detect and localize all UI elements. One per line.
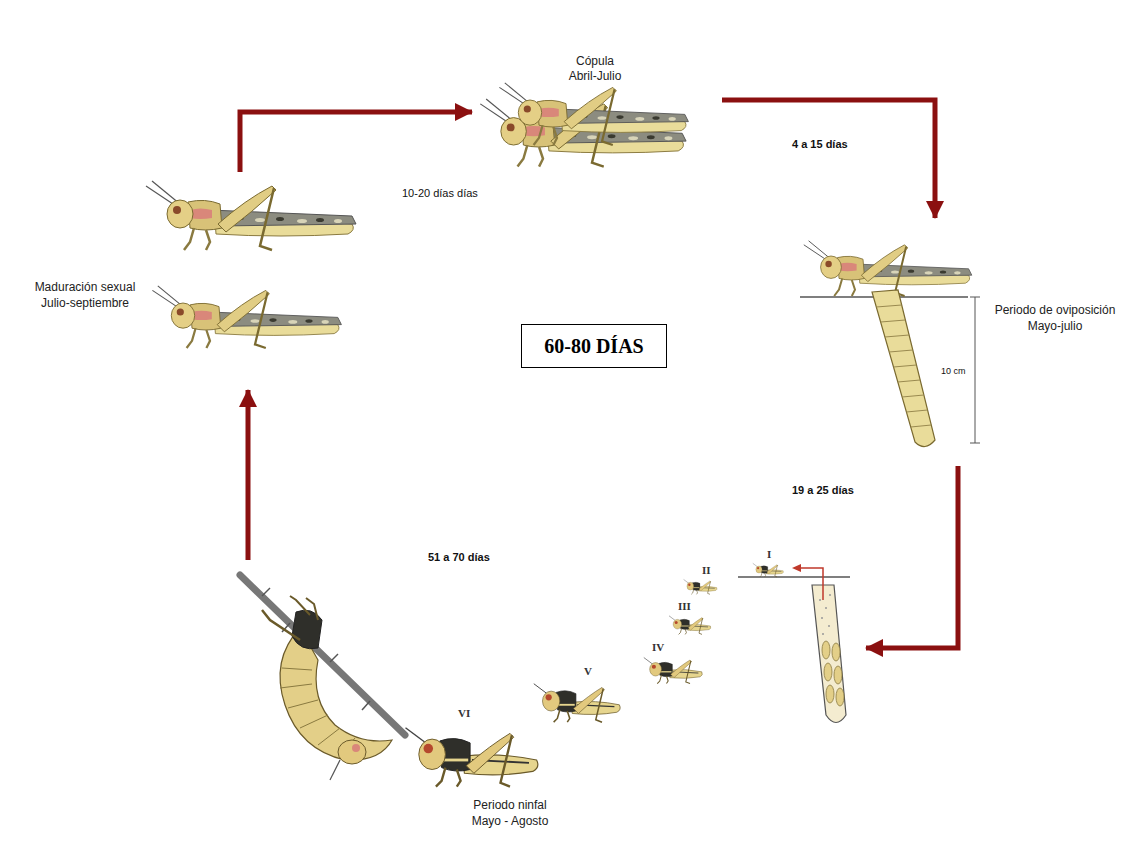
nymph-instars xyxy=(406,563,784,786)
molting-nymph xyxy=(240,575,405,780)
stage-months: Mayo-julio xyxy=(1028,319,1083,334)
instar-number: I xyxy=(767,547,771,561)
duration-label: 19 a 25 días xyxy=(790,483,856,497)
duration-box: 60-80 DÍAS xyxy=(521,324,666,368)
stage-caption: Maduración sexual xyxy=(35,280,136,295)
instar-number: V xyxy=(584,664,592,678)
egg-pod xyxy=(738,564,850,723)
instar-number: III xyxy=(678,599,691,613)
dimension-label: 10 cm xyxy=(941,366,966,377)
duration-label: 51 a 70 días xyxy=(428,550,490,564)
mature-adults xyxy=(146,181,356,348)
stage-caption: Cópula xyxy=(576,54,614,69)
cycle-arrow xyxy=(246,390,251,560)
nymph-stage: Periodo ninfalMayo - Agosto xyxy=(228,560,866,830)
egg-laying-female xyxy=(800,241,980,447)
instar-number: VI xyxy=(458,706,470,720)
cycle-arrow xyxy=(240,112,472,172)
stage-months: Abril-Julio xyxy=(569,69,622,84)
oviposition-stage: Periodo de oviposiciónMayo-julio xyxy=(790,218,1128,466)
mating-stage: CópulaAbril-Julio xyxy=(472,50,722,152)
maturation-stage: Maduración sexualJulio-septiembre xyxy=(15,172,365,390)
stage-caption: Periodo ninfal xyxy=(473,798,546,813)
stage-months: Julio-septiembre xyxy=(41,296,129,311)
instar-number: IV xyxy=(652,640,664,654)
cycle-arrow xyxy=(722,100,935,218)
mating-pair xyxy=(480,83,688,167)
instar-number: II xyxy=(702,563,711,577)
stage-caption: Periodo de oviposición xyxy=(995,303,1116,318)
duration-label: 4 a 15 días xyxy=(790,137,850,151)
duration-label: 10-20 días días xyxy=(400,186,480,200)
cycle-arrow xyxy=(866,466,958,648)
duration-text: 60-80 DÍAS xyxy=(544,334,643,358)
stage-months: Mayo - Agosto xyxy=(472,814,549,829)
